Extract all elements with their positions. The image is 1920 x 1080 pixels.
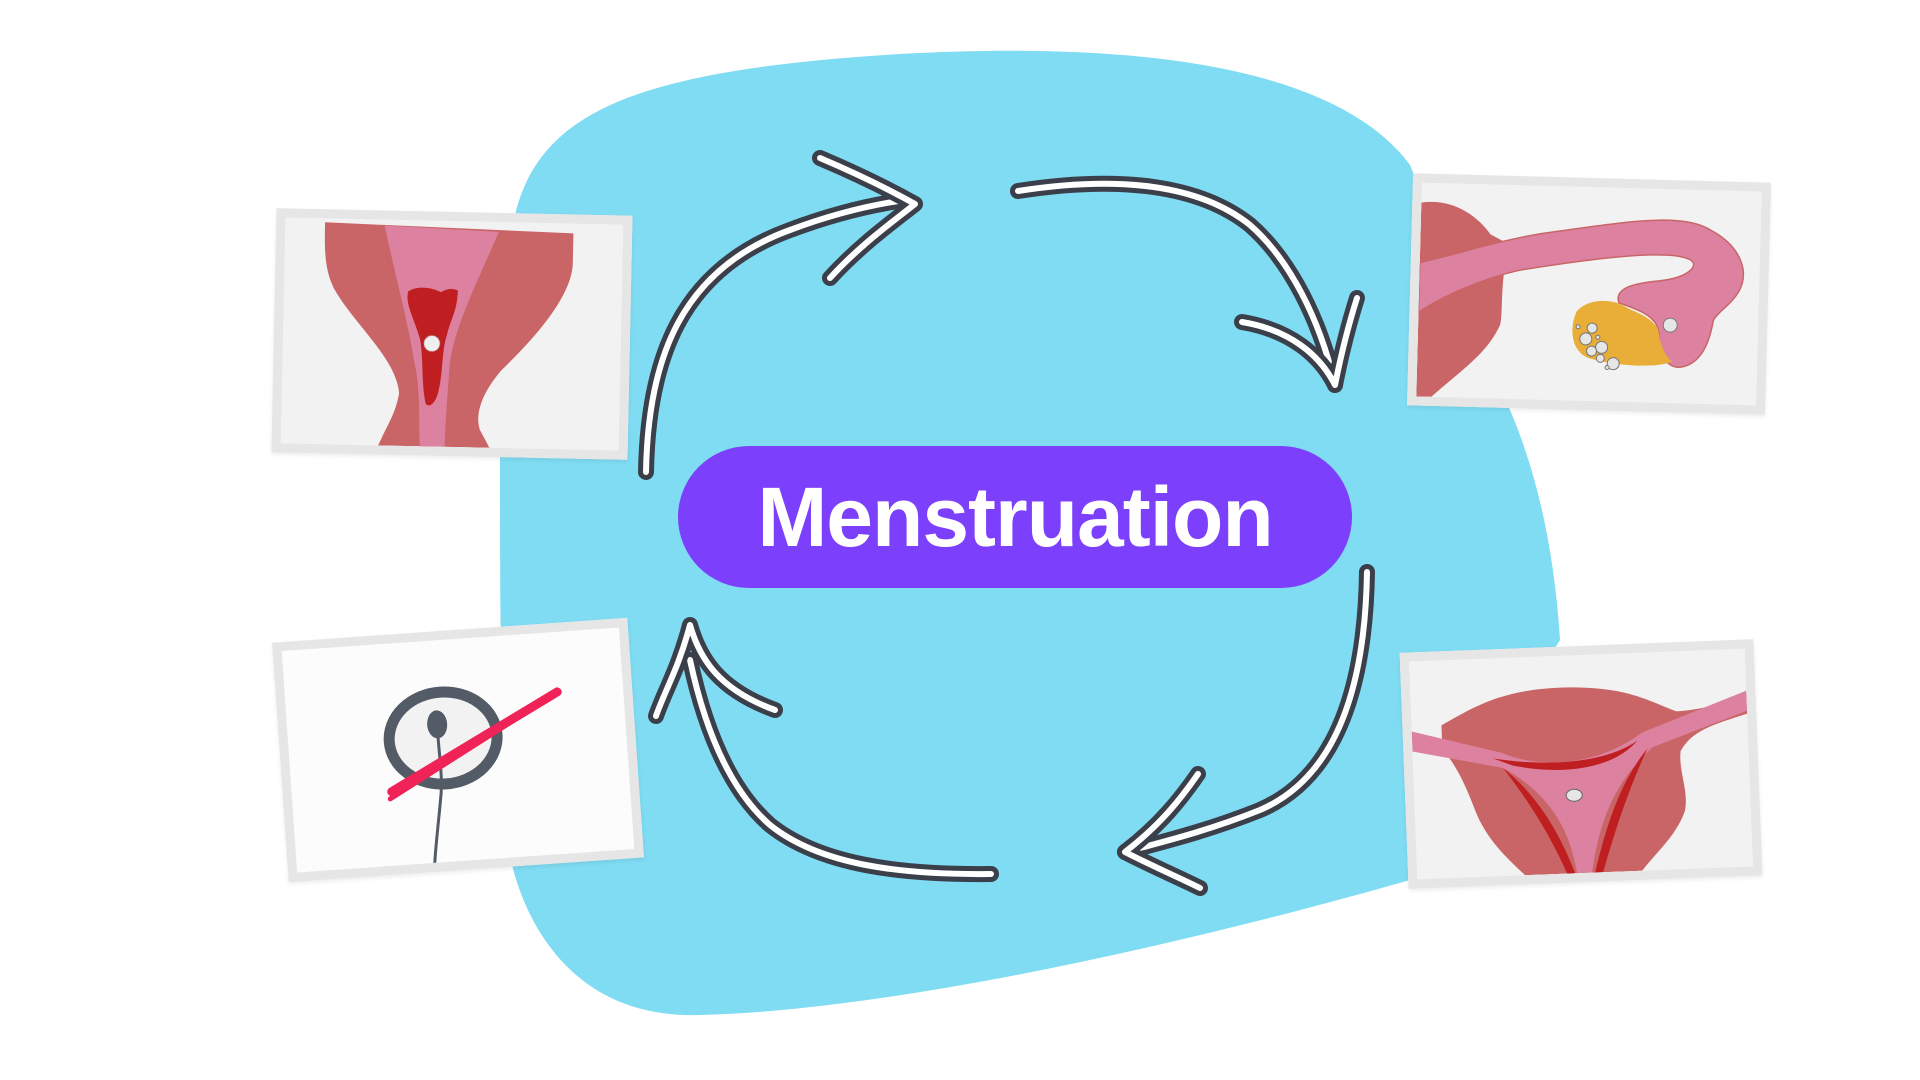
stage-card-ovulation	[1407, 173, 1771, 415]
fallopian-tube-ovary-icon	[1416, 201, 1744, 397]
uterus-thickened-lining-icon	[1411, 687, 1748, 876]
arrow-up-left-icon	[648, 617, 999, 883]
arrow-down-left-icon	[1117, 564, 1375, 896]
uterus-bleeding-egg-icon	[324, 222, 574, 448]
arrow-down-right-icon	[1010, 175, 1365, 393]
stage-card-uterine-lining	[1399, 639, 1763, 889]
center-title: Menstruation	[757, 469, 1273, 564]
stage-card-fertilized-egg	[271, 208, 633, 460]
center-title-pill: Menstruation	[678, 446, 1352, 588]
stage-card-no-fertilization	[272, 617, 644, 883]
arrow-up-right-icon	[638, 150, 923, 480]
crossed-out-egg-sperm-icon	[383, 686, 562, 863]
